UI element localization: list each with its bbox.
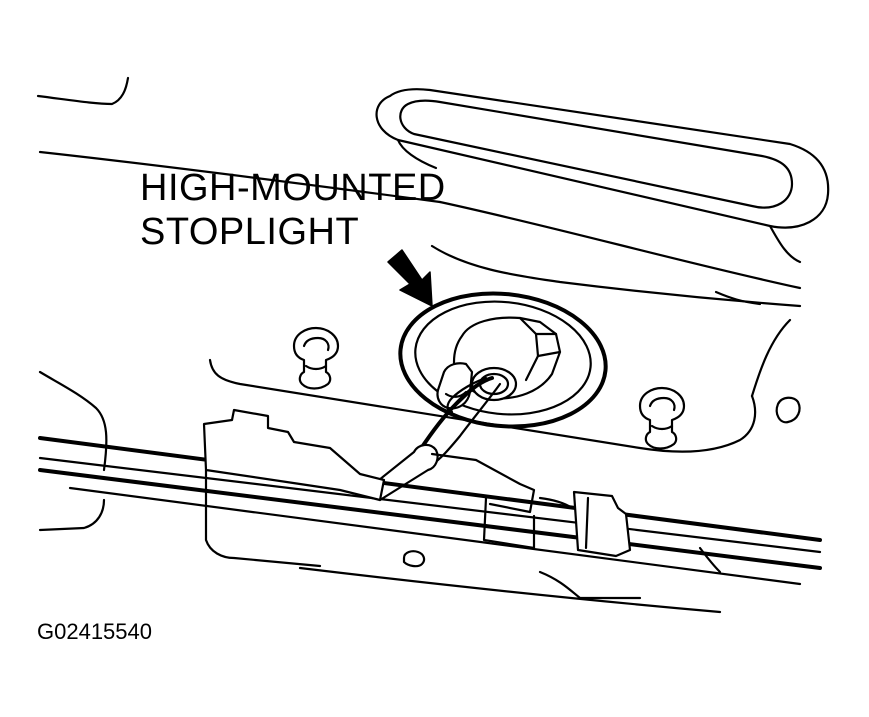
callout-arrow-icon [387,249,433,307]
right-clip-stud [638,386,686,450]
callout-line-1: HIGH-MOUNTED [140,167,446,209]
callout-line-2: STOPLIGHT [140,211,360,253]
left-clip-stud [292,326,340,390]
left-end-bracket [38,370,108,532]
figure-id: G02415540 [37,619,152,644]
stoplight-callout-label: HIGH-MOUNTED STOPLIGHT [140,166,446,254]
bracket-plate [208,290,801,453]
trim-panel-outline [36,76,802,308]
connector-block [202,408,632,568]
mounting-rails [38,436,822,614]
stoplight-lens-housing [375,88,830,264]
